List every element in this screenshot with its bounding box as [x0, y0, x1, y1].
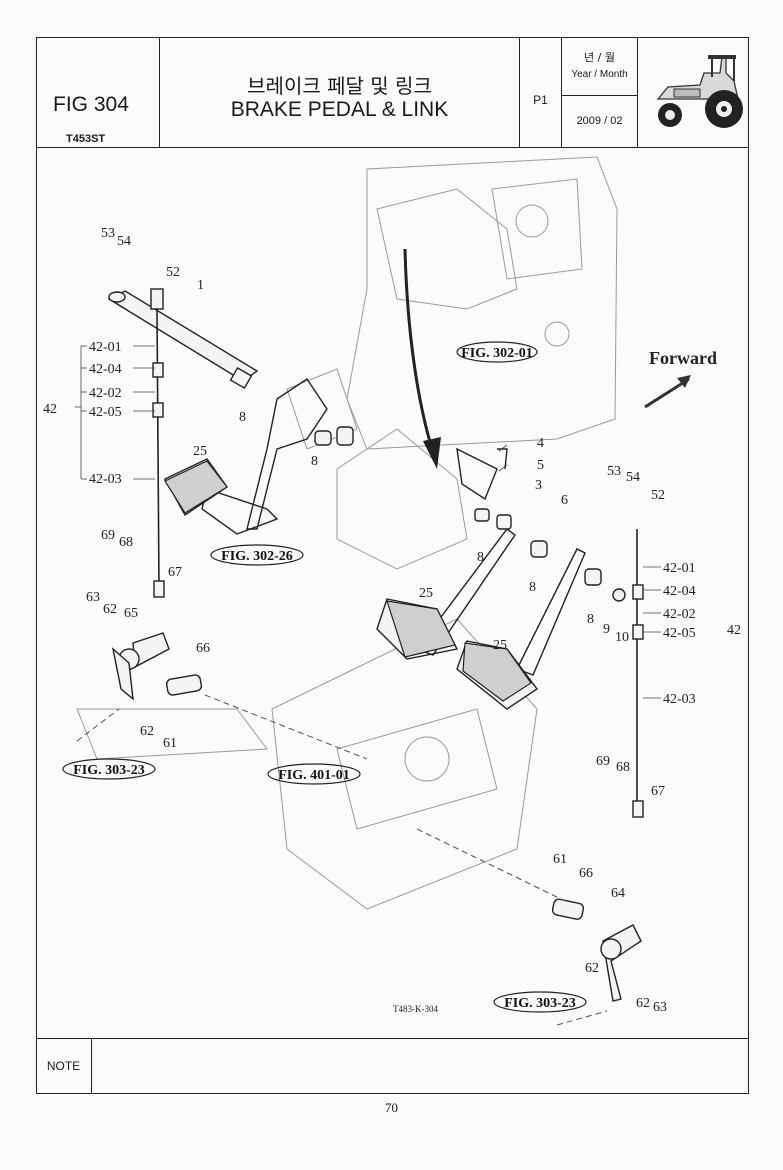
date-divider [562, 95, 637, 96]
svg-text:62: 62 [585, 961, 599, 976]
note-row: NOTE [36, 1038, 749, 1094]
svg-text:42-02: 42-02 [89, 386, 122, 401]
page-number: 70 [385, 1100, 398, 1115]
svg-text:61: 61 [163, 736, 177, 751]
fig-number: FIG 304 [53, 93, 129, 116]
svg-text:52: 52 [166, 265, 180, 280]
forward-arrow-head [677, 375, 691, 388]
svg-text:25: 25 [419, 586, 433, 601]
svg-text:42-01: 42-01 [663, 561, 696, 576]
svg-text:61: 61 [553, 852, 567, 867]
title-cell: 브레이크 페달 및 링크 BRAKE PEDAL & LINK [160, 37, 520, 147]
svg-text:52: 52 [651, 488, 665, 503]
svg-text:64: 64 [611, 886, 625, 901]
date-label-english: Year / Month [571, 69, 628, 80]
page-frame [36, 37, 749, 1094]
fig-ref-302-01: FIG. 302-01 [456, 341, 538, 363]
svg-text:1: 1 [197, 278, 204, 293]
exploded-view-diagram: Forward [43, 156, 741, 1026]
fig-cell: FIG 304 T453ST [36, 37, 160, 147]
date-cell: 년 / 월 Year / Month 2009 / 02 [562, 37, 638, 147]
svg-text:69: 69 [596, 754, 610, 769]
tractor-cell [638, 37, 749, 147]
left-part-labels: 53 54 52 1 42-01 42-04 42-02 42-05 42 42… [43, 226, 318, 751]
svg-text:FIG. 302-01: FIG. 302-01 [461, 346, 533, 361]
fig-ref-401-01: FIG. 401-01 [267, 763, 361, 785]
svg-text:42: 42 [727, 623, 741, 638]
svg-text:42-02: 42-02 [663, 607, 696, 622]
right-brake-assembly [376, 447, 644, 1002]
svg-text:67: 67 [168, 565, 182, 580]
note-label: NOTE [36, 1039, 92, 1094]
date-value: 2009 / 02 [576, 115, 623, 127]
svg-text:8: 8 [239, 410, 246, 425]
header: FIG 304 T453ST 브레이크 페달 및 링크 BRAKE PEDAL … [36, 37, 749, 148]
svg-text:25: 25 [193, 444, 207, 459]
svg-text:8: 8 [311, 454, 318, 469]
page-label: P1 [533, 93, 548, 107]
svg-text:42-05: 42-05 [89, 405, 122, 420]
svg-text:53: 53 [101, 226, 115, 241]
svg-text:42-03: 42-03 [89, 472, 122, 487]
left-leader-lines [75, 345, 155, 480]
left-brake-assembly [107, 288, 354, 701]
svg-text:69: 69 [101, 528, 115, 543]
date-label-korean: 년 / 월 [584, 51, 615, 64]
drawing-code: T483-K-304 [393, 1004, 438, 1014]
svg-text:62: 62 [636, 996, 650, 1011]
right-pedal-pads [386, 600, 532, 702]
fig-ref-302-26: FIG. 302-26 [210, 544, 304, 566]
svg-text:3: 3 [535, 478, 542, 493]
svg-text:FIG. 303-23: FIG. 303-23 [73, 763, 145, 778]
svg-text:8: 8 [529, 580, 536, 595]
svg-text:62: 62 [103, 602, 117, 617]
svg-text:FIG. 401-01: FIG. 401-01 [278, 768, 350, 783]
svg-text:65: 65 [124, 606, 138, 621]
svg-text:9: 9 [603, 622, 610, 637]
svg-text:68: 68 [119, 535, 133, 550]
svg-text:4: 4 [537, 436, 544, 451]
svg-text:42-05: 42-05 [663, 626, 696, 641]
tractor-icon [656, 55, 743, 128]
svg-text:53: 53 [607, 464, 621, 479]
forward-label: Forward [649, 348, 717, 368]
svg-text:5: 5 [537, 458, 544, 473]
svg-text:42-03: 42-03 [663, 692, 696, 707]
svg-text:66: 66 [579, 866, 593, 881]
svg-text:42-04: 42-04 [89, 362, 122, 377]
assembly-arrow [403, 248, 434, 450]
right-leader-lines [498, 444, 661, 699]
svg-text:42: 42 [43, 402, 57, 417]
svg-text:54: 54 [117, 234, 131, 249]
model-code: T453ST [66, 133, 106, 145]
fig-ref-303-23-left: FIG. 303-23 [62, 758, 156, 780]
title-english: BRAKE PEDAL & LINK [230, 98, 449, 121]
svg-text:8: 8 [477, 550, 484, 565]
assembly-arrow-head [423, 437, 441, 469]
svg-text:FIG. 302-26: FIG. 302-26 [221, 549, 293, 564]
dashed-links [76, 694, 608, 1026]
right-part-labels: 4 5 3 6 53 54 52 42-01 42-04 42-02 42-05… [419, 436, 741, 1015]
svg-text:8: 8 [587, 612, 594, 627]
svg-text:63: 63 [653, 1000, 667, 1015]
page-cell: P1 [520, 37, 562, 147]
svg-text:62: 62 [140, 724, 154, 739]
svg-text:FIG. 303-23: FIG. 303-23 [504, 996, 576, 1011]
title-korean: 브레이크 페달 및 링크 [247, 74, 432, 98]
svg-text:54: 54 [626, 470, 640, 485]
svg-text:25: 25 [493, 638, 507, 653]
svg-text:67: 67 [651, 784, 665, 799]
svg-text:66: 66 [196, 641, 210, 656]
fig-ref-303-23-right: FIG. 303-23 [493, 991, 587, 1013]
svg-text:10: 10 [615, 630, 629, 645]
left-pedal-pad [164, 460, 228, 514]
svg-text:42-01: 42-01 [89, 340, 122, 355]
svg-text:63: 63 [86, 590, 100, 605]
svg-text:6: 6 [561, 493, 568, 508]
svg-text:42-04: 42-04 [663, 584, 696, 599]
svg-text:68: 68 [616, 760, 630, 775]
background-transmission [76, 156, 618, 910]
